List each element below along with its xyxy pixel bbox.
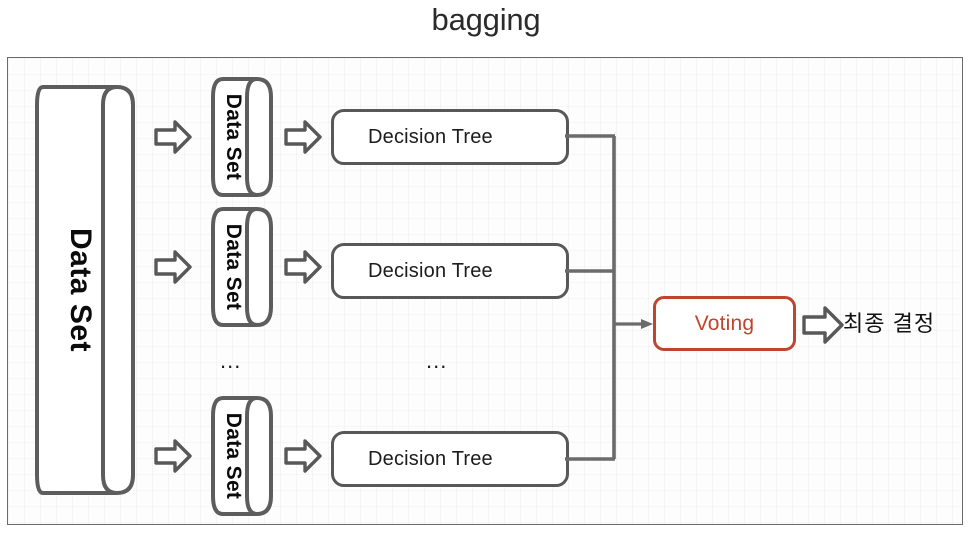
model-ellipsis: ... — [426, 348, 448, 373]
decision-tree-box-1[interactable]: Decision Tree — [331, 109, 569, 165]
block-arrow-right-icon — [802, 306, 844, 344]
cylinder-shape-icon — [211, 207, 273, 327]
page-title: bagging — [431, 2, 541, 37]
diagram-frame: Data Set Data Set Data Set — [7, 57, 963, 525]
voting-box[interactable]: Voting — [653, 296, 796, 351]
final-decision-label: 최종 결정 — [843, 311, 936, 336]
source-dataset-cylinder: Data Set — [33, 73, 143, 507]
decision-tree-box-2[interactable]: Decision Tree — [331, 243, 569, 299]
cylinder-shape-icon — [211, 77, 273, 197]
block-arrow-right-icon — [284, 439, 322, 473]
voting-label: Voting — [694, 311, 755, 335]
block-arrow-right-icon — [154, 120, 192, 154]
block-arrow-right-icon — [284, 250, 322, 284]
bootstrap-sample-2-label: Data Set — [222, 223, 245, 311]
line-arrow-right-icon — [641, 319, 653, 329]
cylinder-shape-icon — [211, 396, 273, 516]
bootstrap-sample-3-label: Data Set — [222, 412, 245, 500]
cylinder-shape-icon — [35, 85, 135, 495]
model-arrow-3 — [283, 437, 323, 475]
decision-tree-label-1: Decision Tree — [368, 125, 493, 148]
sample-arrow-3 — [153, 437, 193, 475]
decision-tree-box-3[interactable]: Decision Tree — [331, 431, 569, 487]
sample-arrow-1 — [153, 118, 193, 156]
bootstrap-sample-1-label: Data Set — [222, 93, 245, 181]
block-arrow-right-icon — [154, 439, 192, 473]
model-arrow-2 — [283, 248, 323, 286]
bootstrap-sample-2: Data Set — [209, 205, 275, 329]
sampling-ellipsis: ... — [220, 348, 242, 373]
model-arrow-1 — [283, 118, 323, 156]
output-arrow — [801, 304, 845, 346]
source-dataset-label: Data Set — [64, 227, 97, 353]
block-arrow-right-icon — [284, 120, 322, 154]
sample-arrow-2 — [153, 248, 193, 286]
block-arrow-right-icon — [154, 250, 192, 284]
bootstrap-sample-1: Data Set — [209, 75, 275, 199]
decision-tree-label-3: Decision Tree — [368, 447, 493, 470]
bootstrap-sample-3: Data Set — [209, 394, 275, 518]
decision-tree-label-2: Decision Tree — [368, 259, 493, 282]
